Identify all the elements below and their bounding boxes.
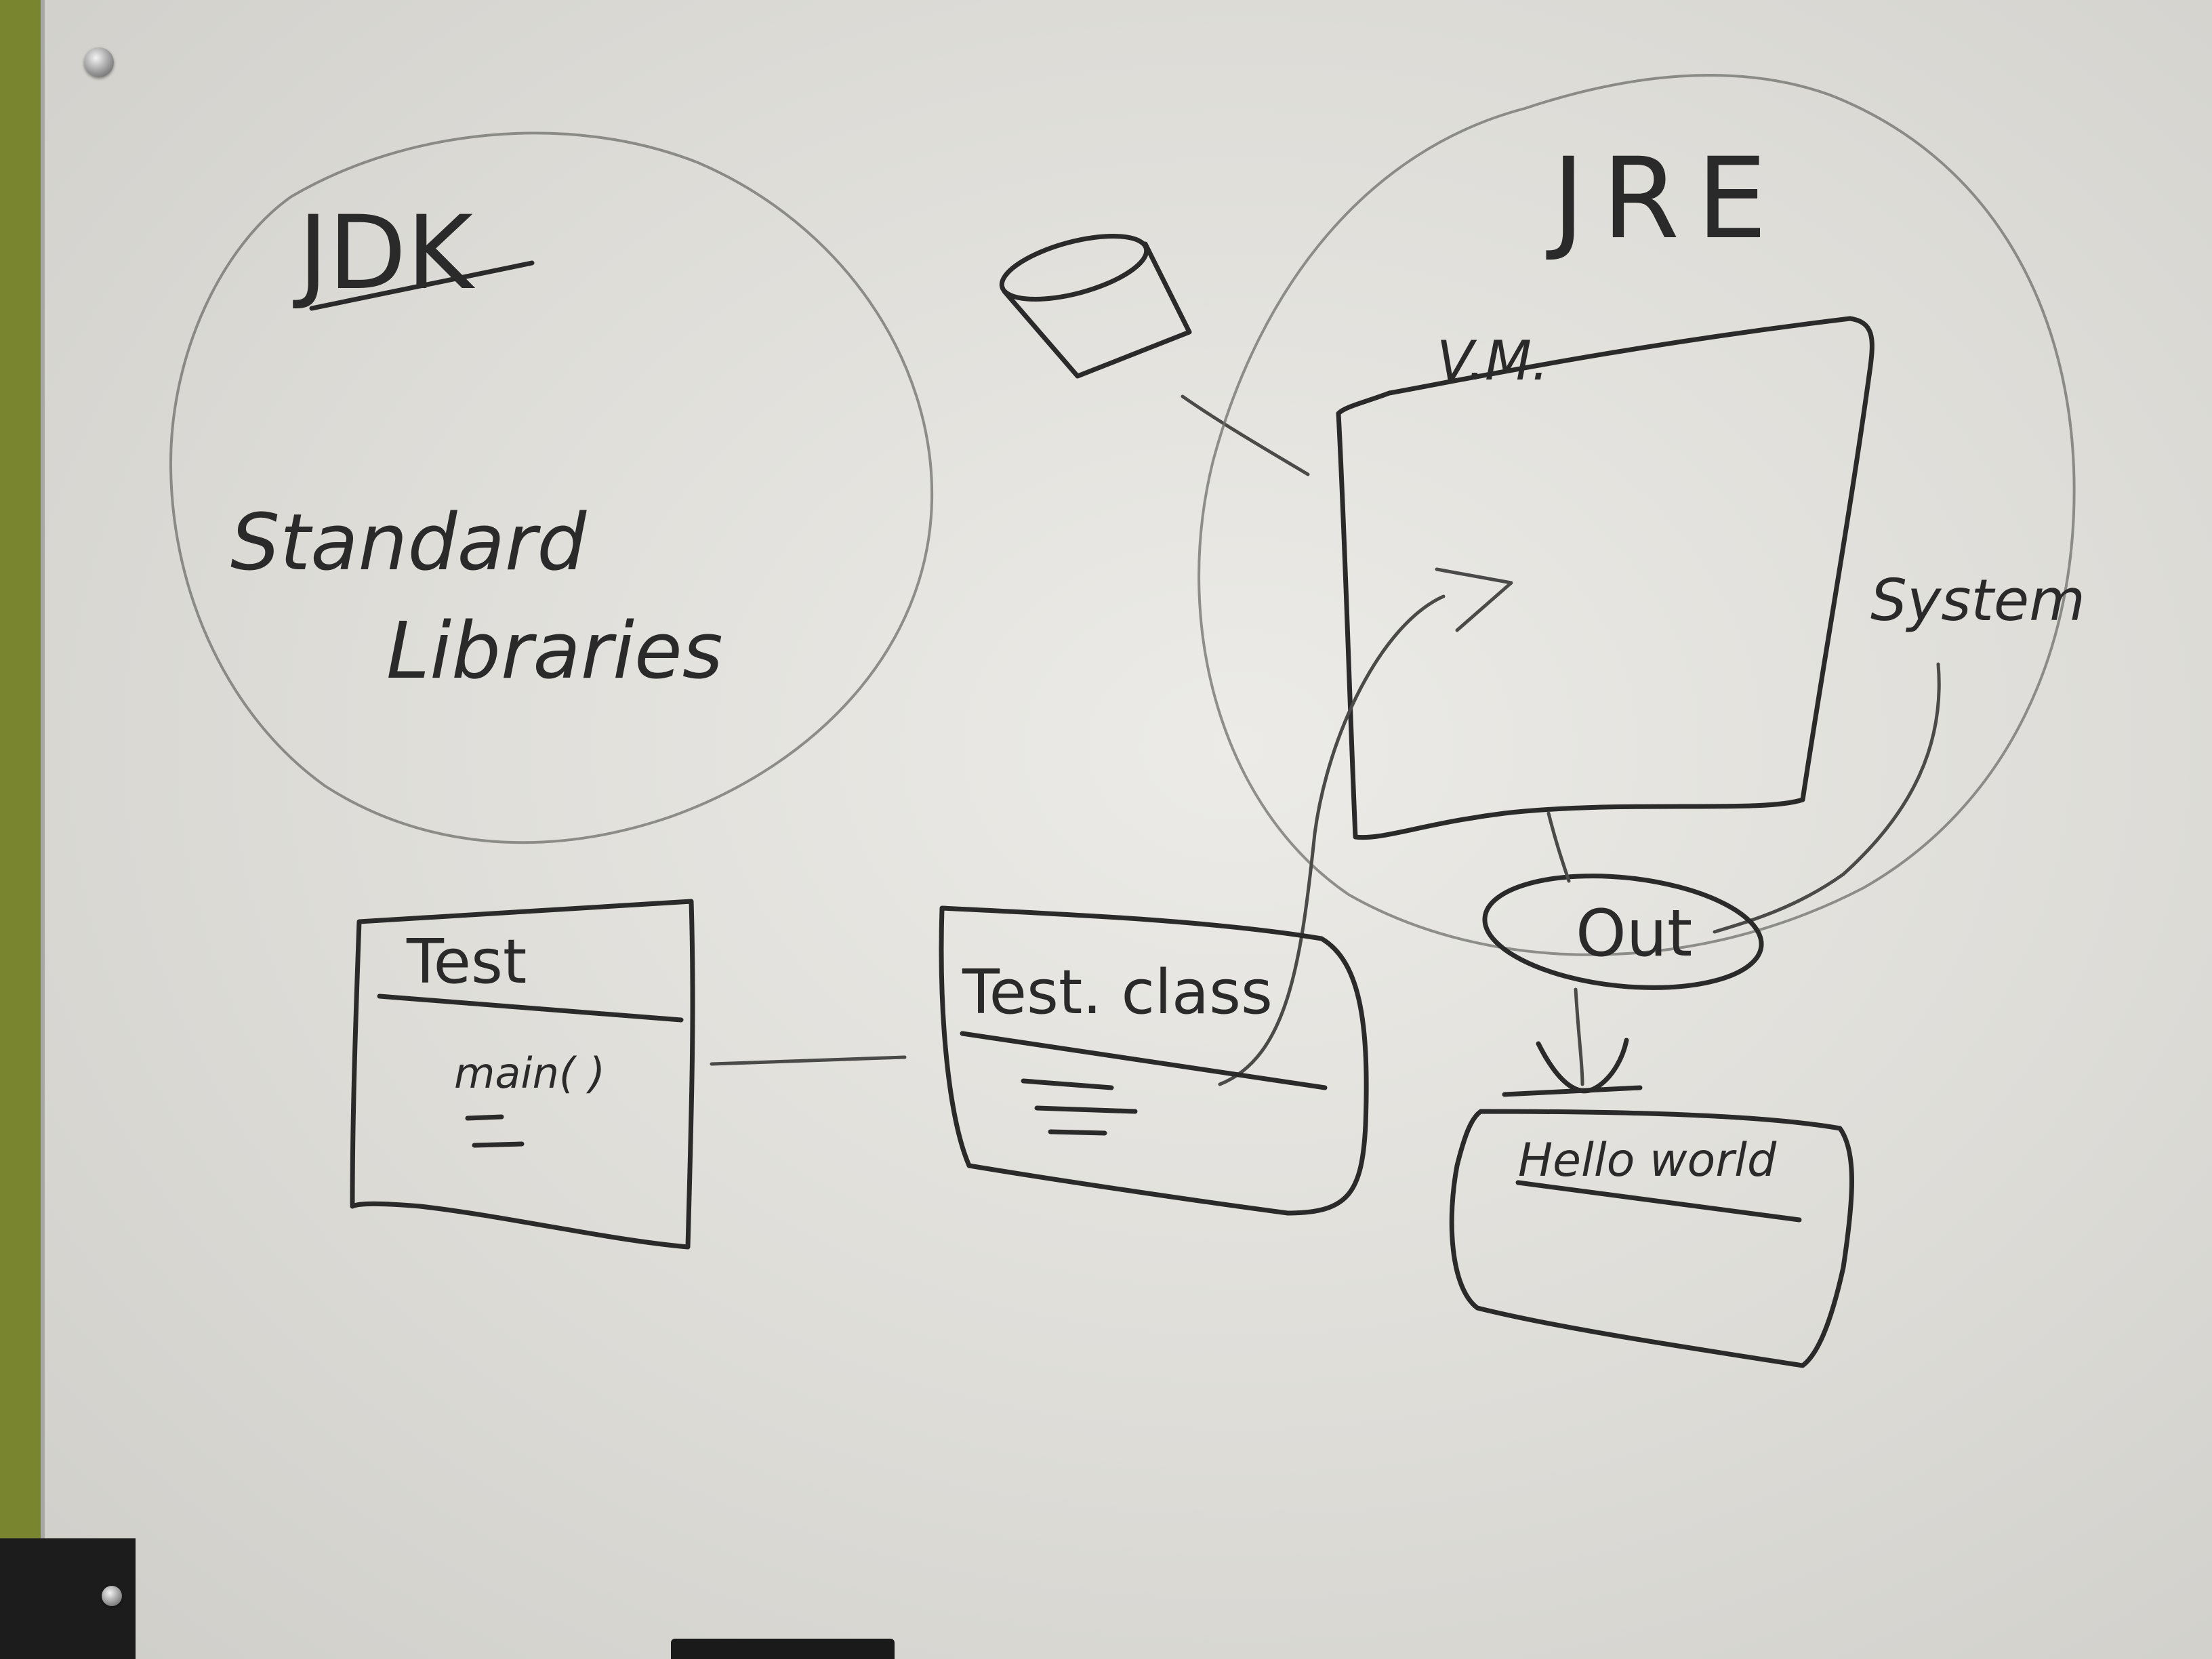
- marker-tray: [671, 1639, 895, 1659]
- test-box-code-line-2: [472, 1141, 525, 1148]
- vm-to-out-line: [1547, 811, 1571, 883]
- system-to-out-line: [1713, 662, 1941, 934]
- test-box: [350, 899, 695, 1250]
- output-box: [1449, 1109, 1854, 1368]
- jdk-underline: [309, 260, 535, 311]
- test-to-class-line: [710, 1055, 907, 1066]
- test-box-title: Test: [406, 926, 527, 998]
- libraries-label: Libraries: [386, 606, 723, 697]
- test-class-code-line-3: [1048, 1129, 1107, 1136]
- output-box-divider: [1515, 1180, 1802, 1223]
- jre-label: JRE: [1546, 134, 1784, 264]
- out-ellipse: [1482, 874, 1764, 990]
- test-class-box: [939, 905, 1369, 1216]
- test-box-code-line-1: [465, 1114, 504, 1121]
- jdk-circle: [169, 131, 934, 844]
- test-box-divider: [377, 994, 684, 1023]
- cylinder-to-vm-line: [1181, 394, 1310, 476]
- out-to-output-line: [1574, 987, 1584, 1086]
- storage-cylinder-icon: [999, 234, 1192, 379]
- vm-box: [1336, 316, 1875, 840]
- class-to-vm-arrow: [1218, 594, 1446, 1086]
- output-box-top-tick: [1502, 1085, 1643, 1097]
- test-class-code-line-1: [1021, 1078, 1114, 1090]
- class-to-vm-arrowhead: [1435, 567, 1513, 632]
- standard-label: Standard: [230, 497, 587, 588]
- jre-circle: [1197, 74, 2076, 956]
- output-box-title: Hello world: [1518, 1134, 1777, 1187]
- system-label: System: [1870, 567, 2085, 634]
- mount-screw-top-left: [84, 47, 114, 77]
- mount-screw-bottom-left: [102, 1586, 122, 1606]
- test-class-box-title: Test. class: [962, 957, 1273, 1028]
- test-class-box-divider: [960, 1031, 1328, 1090]
- test-class-code-line-2: [1034, 1105, 1138, 1114]
- out-label: Out: [1576, 897, 1692, 971]
- test-box-method: main( ): [454, 1048, 605, 1098]
